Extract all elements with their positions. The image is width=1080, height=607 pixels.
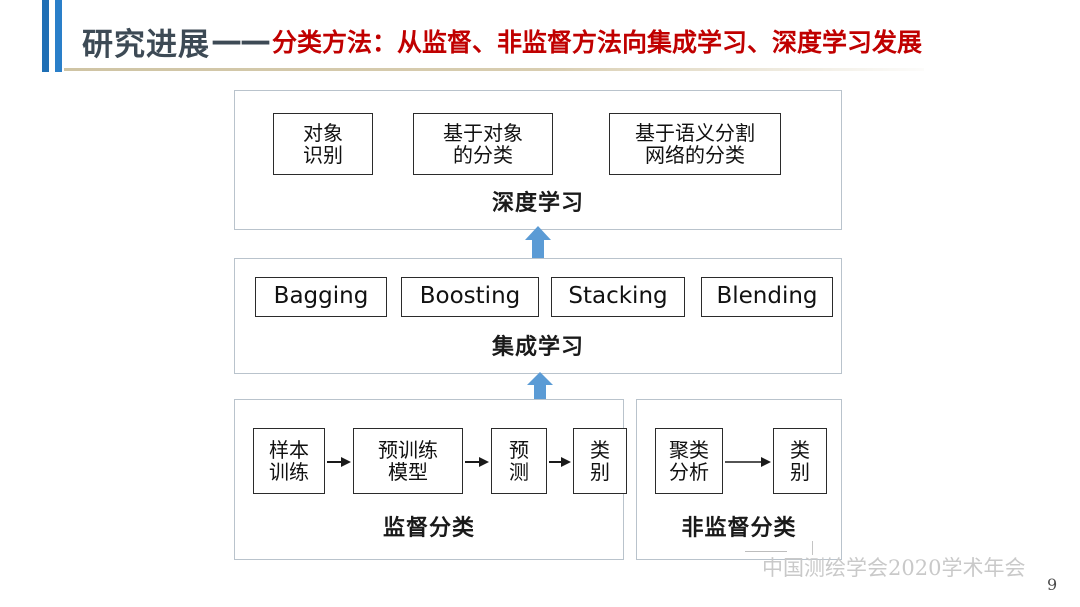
item-label: Bagging: [273, 283, 369, 310]
item-line-1: 类: [590, 437, 610, 462]
item-line-1: 聚类: [669, 437, 709, 462]
header-accent-bar-right: [55, 0, 62, 72]
page-title-subtitle: 分类方法：从监督、非监督方法向集成学习、深度学习发展: [272, 28, 923, 57]
group-box-deep-learning: 对象 识别 基于对象 的分类 基于语义分割 网络的分类 深度学习: [234, 90, 842, 230]
arrow-right-sample-to-pretrained: [327, 454, 351, 468]
arrow-right-pretrained-to-predict: [465, 454, 489, 468]
item-line-2: 分析: [669, 460, 709, 484]
arrow-right-cluster-to-category: [725, 454, 771, 468]
header-accent-bar-left: [42, 0, 49, 72]
item-line-1: 基于语义分割: [635, 120, 755, 145]
page-number: 9: [1047, 575, 1058, 594]
item-box-object-recognition: 对象 识别: [273, 113, 373, 175]
item-line-2: 网络的分类: [645, 143, 745, 167]
item-box-prediction: 预 测: [491, 428, 547, 494]
item-box-sample-training: 样本 训练: [253, 428, 325, 494]
item-line-2: 别: [790, 460, 810, 484]
item-line-2: 训练: [269, 460, 309, 484]
item-line-1: 类: [790, 437, 810, 462]
page-title-main: 研究进展: [82, 26, 210, 63]
item-label: Stacking: [568, 283, 668, 310]
item-line-1: 预训练: [378, 437, 438, 462]
watermark-tick-decoration: [812, 541, 813, 555]
watermark-text: 中国测绘学会2020学术年会: [762, 556, 1026, 580]
item-line-2: 别: [590, 460, 610, 484]
item-line-2: 识别: [303, 143, 343, 167]
item-box-object-based-classification: 基于对象 的分类: [413, 113, 553, 175]
item-label: Boosting: [419, 283, 521, 310]
page-title-dash: ——: [211, 23, 271, 59]
group-box-ensemble-learning: Bagging Boosting Stacking Blending 集成学习: [234, 258, 842, 374]
item-box-category-supervised: 类 别: [573, 428, 627, 494]
item-label: Blending: [716, 283, 818, 310]
group-label-deep-learning: 深度学习: [491, 191, 584, 216]
item-box-category-unsupervised: 类 别: [773, 428, 827, 494]
item-box-blending: Blending: [701, 277, 833, 317]
item-line-1: 样本: [269, 437, 309, 462]
item-box-stacking: Stacking: [551, 277, 685, 317]
arrow-up-supervised-to-ensemble: [527, 372, 553, 412]
item-box-boosting: Boosting: [401, 277, 539, 317]
group-label-ensemble-learning: 集成学习: [491, 335, 584, 360]
item-line-1: 预: [509, 437, 529, 462]
item-line-1: 对象: [303, 120, 343, 145]
item-line-2: 的分类: [453, 143, 513, 167]
watermark-strike-decoration: [745, 551, 787, 552]
item-box-cluster-analysis: 聚类 分析: [655, 428, 723, 494]
item-box-semantic-segmentation-classification: 基于语义分割 网络的分类: [609, 113, 781, 175]
item-line-1: 基于对象: [443, 120, 523, 145]
group-box-supervised-classification: 样本 训练 预训练 模型 预 测 类: [234, 399, 627, 560]
item-line-2: 测: [509, 460, 529, 484]
item-box-bagging: Bagging: [255, 277, 387, 317]
page-title: 研究进展 —— 分类方法：从监督、非监督方法向集成学习、深度学习发展: [82, 18, 922, 64]
title-underline-divider: [64, 68, 924, 71]
arrow-up-ensemble-to-deep-learning: [525, 226, 551, 266]
group-box-unsupervised-classification: 聚类 分析 类 别 非监督分类: [636, 399, 842, 560]
item-box-pretrained-model: 预训练 模型: [353, 428, 463, 494]
arrow-right-predict-to-category: [549, 454, 571, 468]
group-label-unsupervised-classification: 非监督分类: [681, 516, 797, 541]
item-line-2: 模型: [388, 460, 428, 484]
group-label-supervised-classification: 监督分类: [382, 516, 475, 541]
